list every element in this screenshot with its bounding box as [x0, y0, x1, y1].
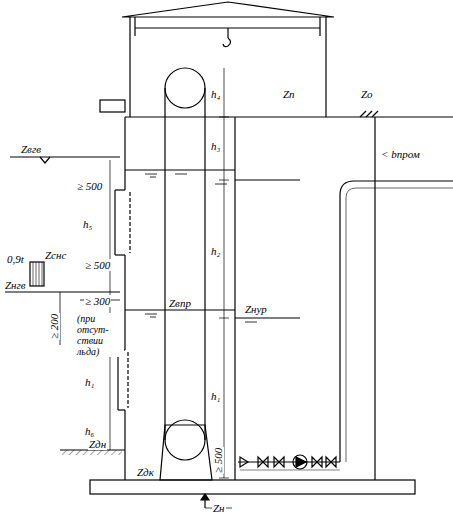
- dimension-label: Zн: [212, 502, 226, 514]
- dimension-label: h₁: [84, 376, 95, 388]
- dimension-label: Zо: [360, 88, 374, 100]
- dimension-label: Zп: [282, 88, 296, 100]
- dimension-label: ≥ 500: [84, 259, 111, 271]
- dimension-label: h₂: [210, 245, 221, 257]
- dimension-label: Zдк: [136, 466, 155, 478]
- dimension-label: Zдн: [88, 438, 107, 450]
- dimension-label: ≥ 500: [76, 180, 103, 192]
- dimension-label: < bпром: [380, 148, 421, 160]
- dimension-label: Zвпр: [168, 297, 192, 309]
- dimension-label: ≥ 500: [212, 447, 224, 474]
- dimension-label: Zнур: [244, 303, 268, 315]
- dimension-label: Zвгв: [20, 143, 42, 155]
- dimension-label: ≥ 300: [84, 295, 111, 307]
- dimension-label: h₆: [84, 425, 95, 437]
- dimension-label: h₄: [210, 88, 221, 100]
- dimension-label: 0,9t: [6, 253, 25, 265]
- dimension-label: Zнгв: [4, 279, 27, 291]
- dimension-label: ≥ 200: [48, 313, 60, 340]
- dimension-label: (при отсут- ствии льда): [76, 313, 124, 357]
- dimension-label: Zснс: [44, 249, 67, 261]
- dimension-label: h₁: [210, 390, 221, 402]
- dimension-label: h₃: [210, 140, 221, 152]
- dimension-label: h₅: [82, 218, 93, 230]
